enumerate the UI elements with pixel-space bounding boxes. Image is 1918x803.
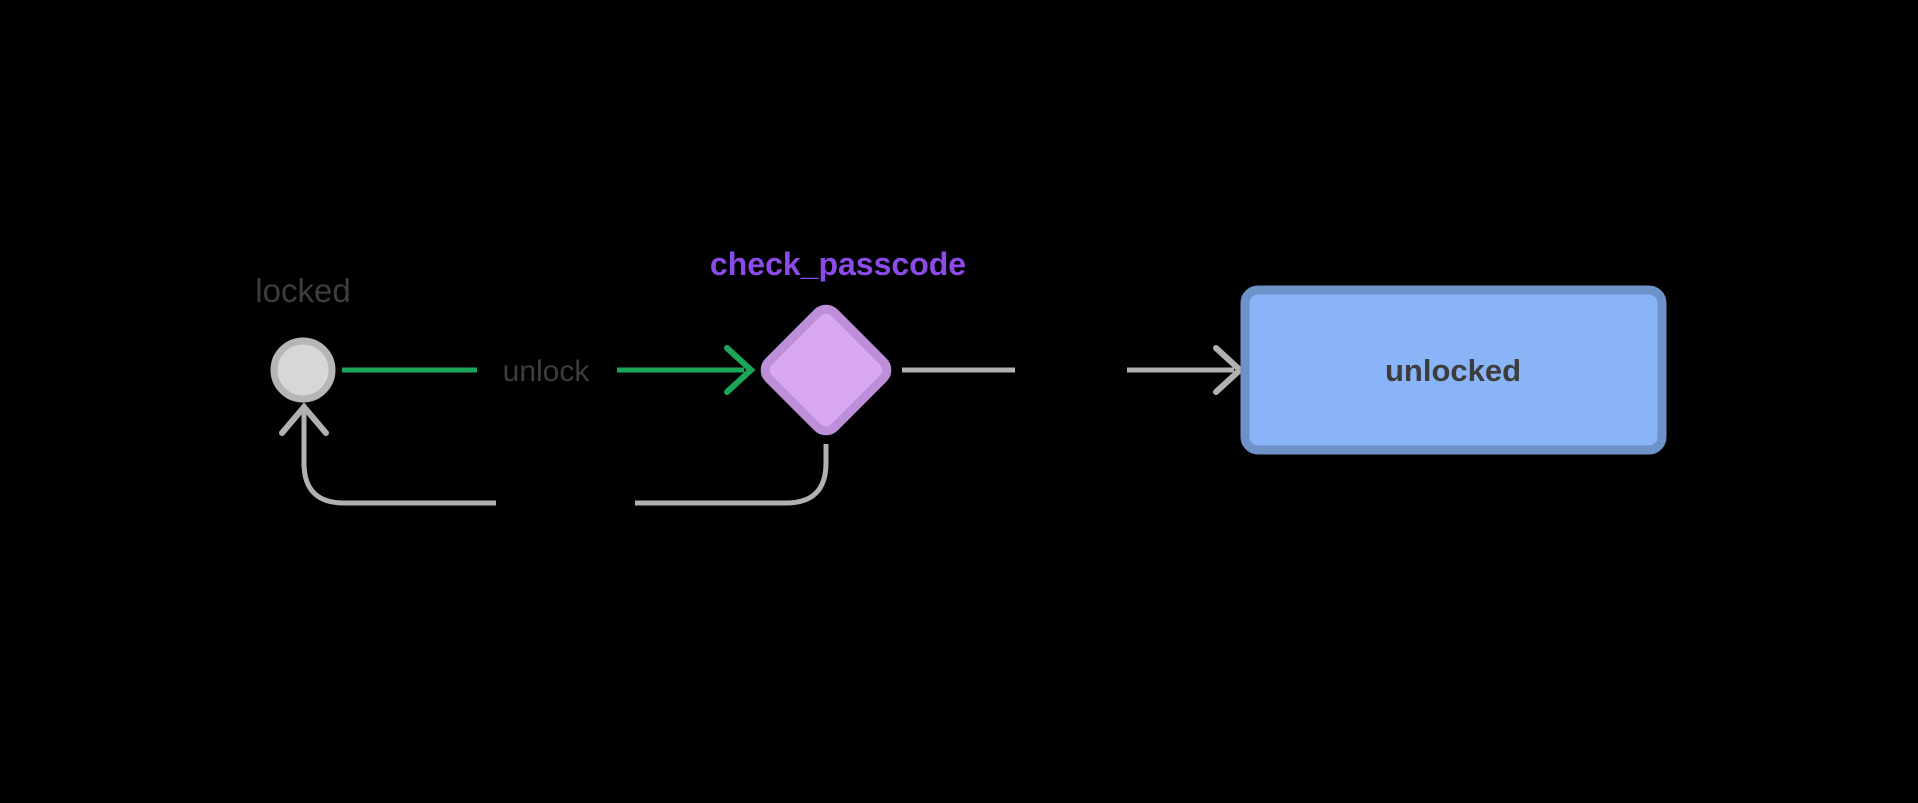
check-passcode-label: check_passcode: [710, 246, 966, 282]
unlocked-state-label: unlocked: [1385, 353, 1521, 388]
unlock-edge-label: unlock: [503, 355, 591, 388]
loop-back-edge-right: [635, 444, 829, 506]
loop-back-arrowhead-icon: [279, 402, 329, 436]
check-passcode-decision-node: [760, 304, 892, 436]
unlock-arrowhead-icon: [724, 345, 756, 395]
success-arrowhead-icon: [1213, 345, 1245, 395]
locked-state-label: locked: [255, 272, 350, 309]
locked-state-node: [270, 337, 336, 403]
loop-back-edge-left: [301, 406, 496, 506]
unlocked-state-node: [1240, 285, 1667, 455]
